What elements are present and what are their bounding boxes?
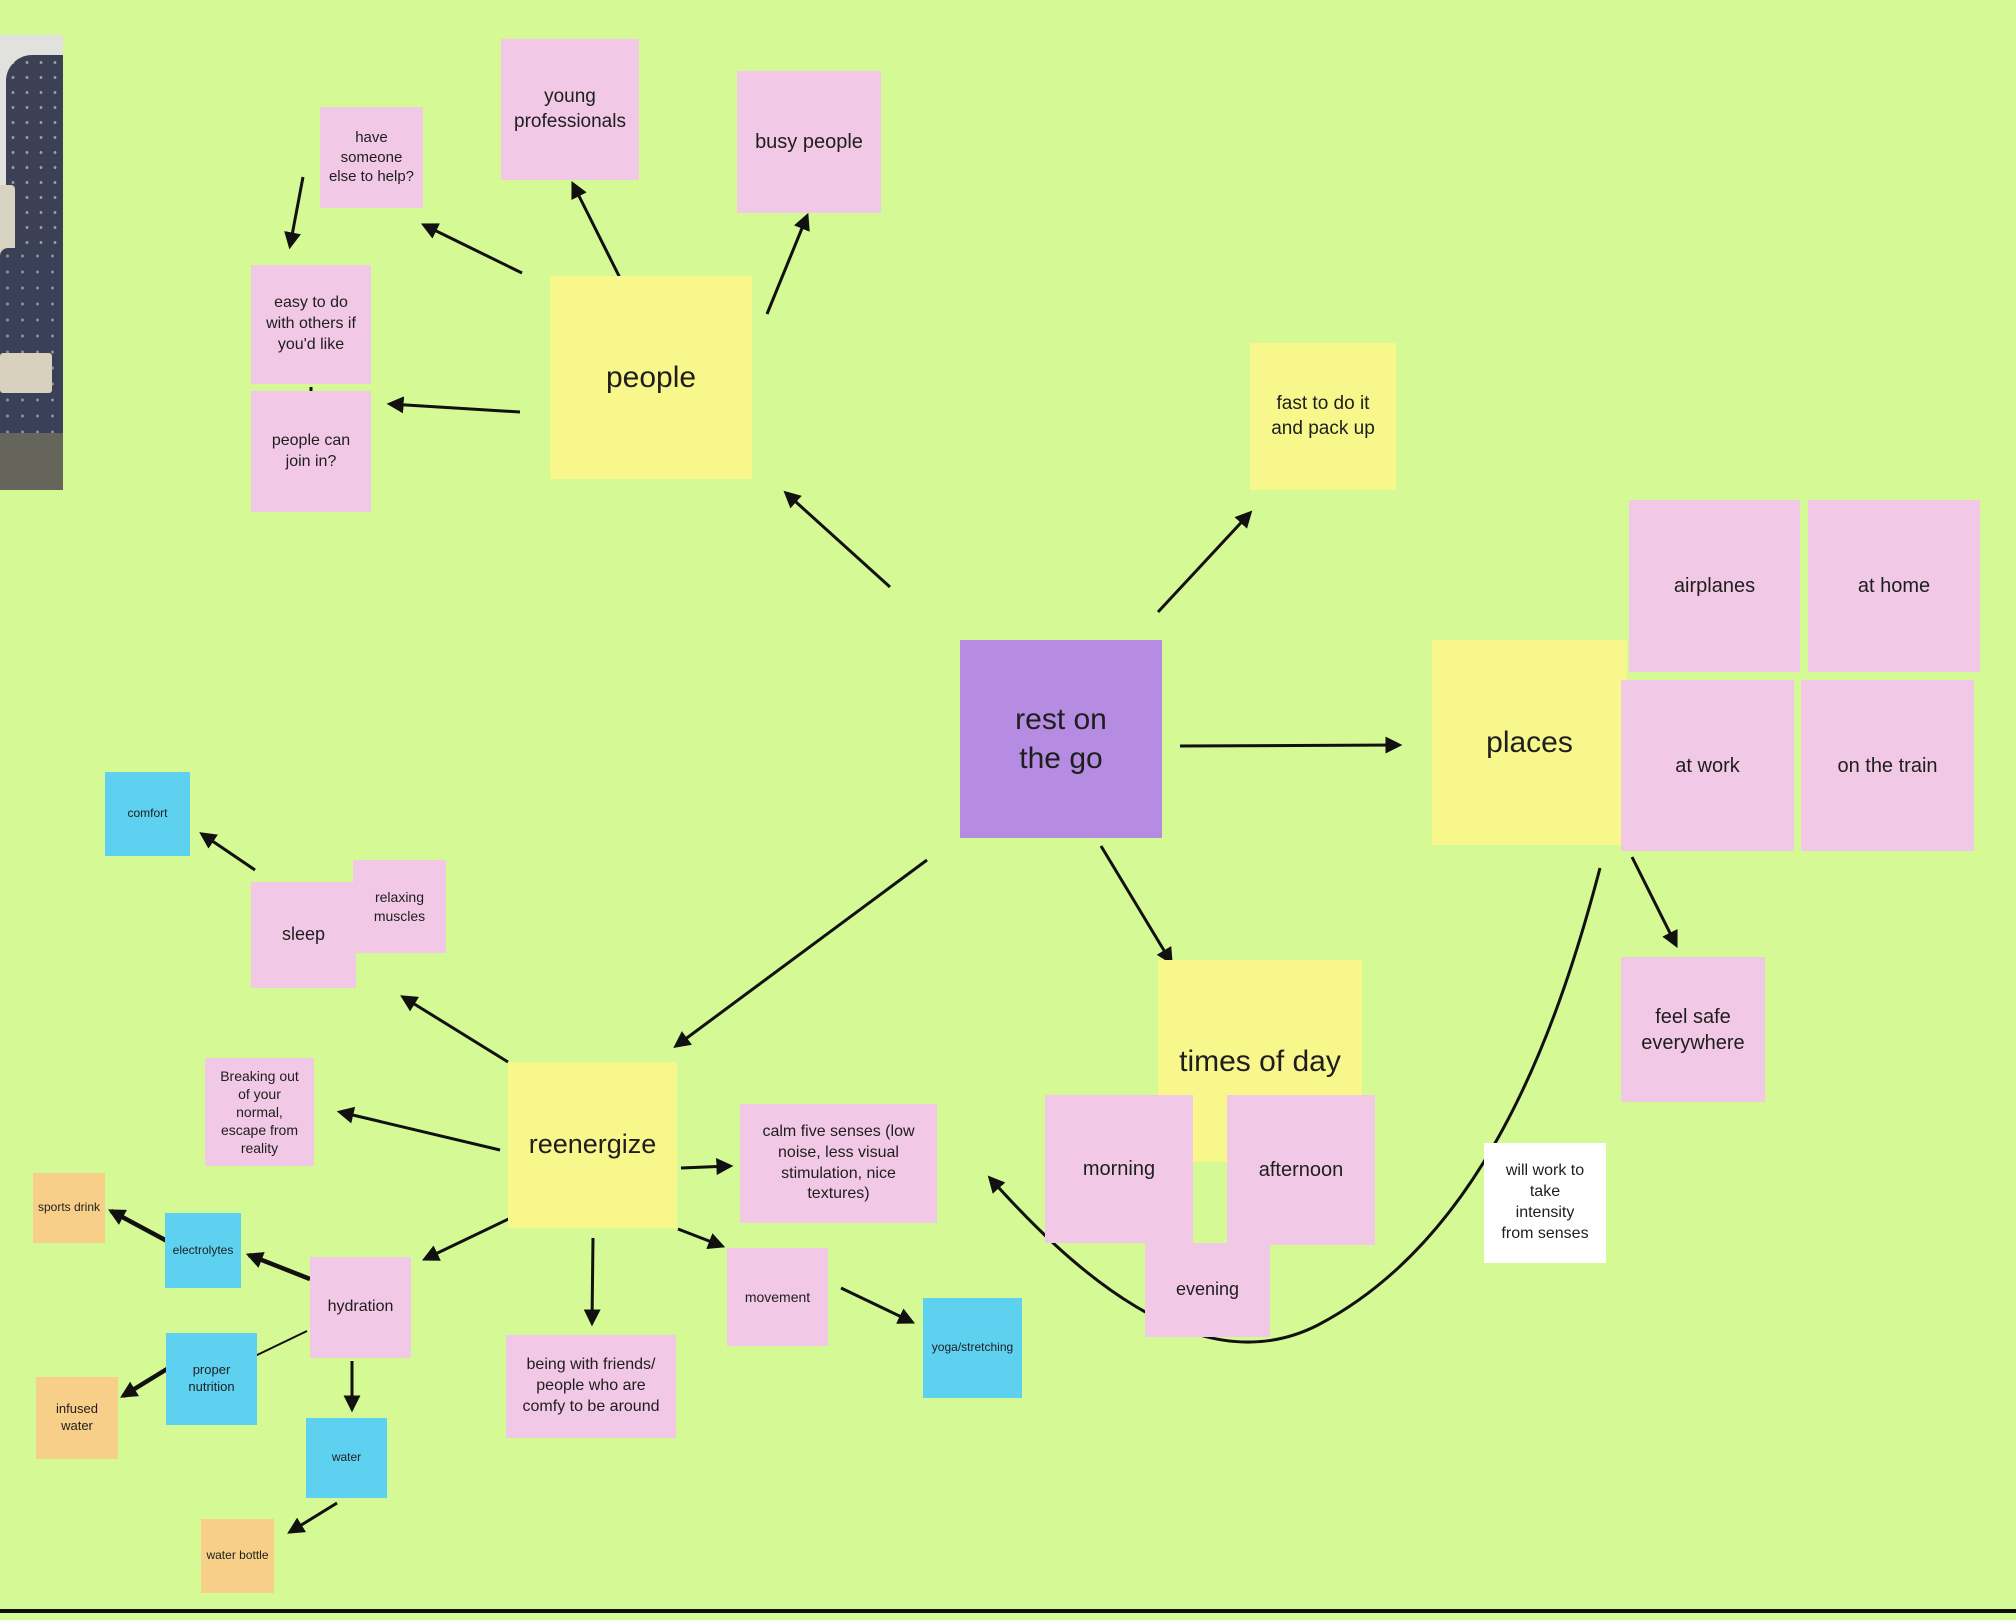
sticky-note-easy-to-do[interactable]: easy to do with others if you'd like (251, 265, 371, 384)
sticky-note-text: calm five senses (low noise, less visual… (762, 1122, 915, 1203)
connector-places-to-calm-five-senses-curve[interactable] (987, 867, 1602, 1344)
sticky-note-text: young professionals (514, 85, 626, 132)
sticky-note-yoga-stretching[interactable]: yoga/stretching (923, 1298, 1022, 1398)
connector-people-to-people-can-join[interactable] (386, 396, 521, 414)
connector-reenergize-to-hydration[interactable] (421, 1211, 522, 1261)
sticky-note-text: airplanes (1673, 575, 1756, 597)
seat-base-shape (0, 433, 63, 490)
connector-people-to-young-professionals[interactable] (571, 180, 622, 279)
sticky-note-text: morning (1082, 1158, 1156, 1180)
sticky-note-text: comfort (127, 806, 168, 821)
sticky-note-text: rest on the go (1015, 703, 1107, 775)
sticky-note-text: relaxing muscles (373, 889, 426, 924)
sticky-note-rest-on-the-go[interactable]: rest on the go (960, 640, 1162, 838)
connector-proper-nutrition-to-infused-water[interactable] (120, 1367, 169, 1398)
sticky-note-sleep[interactable]: sleep (251, 882, 356, 988)
sticky-note-text: proper nutrition (188, 1362, 235, 1394)
sticky-note-text: hydration (327, 1298, 394, 1316)
sticky-note-text: people can join in? (271, 431, 351, 470)
sticky-note-on-the-train[interactable]: on the train (1801, 680, 1974, 851)
sticky-note-text: times of day (1179, 1044, 1341, 1078)
sticky-note-water-bottle[interactable]: water bottle (201, 1519, 274, 1593)
tray-table-shape (0, 353, 52, 393)
sticky-note-text: yoga/stretching (931, 1340, 1014, 1355)
sticky-note-text: people (605, 361, 697, 394)
sticky-note-text: movement (744, 1288, 811, 1305)
sticky-note-text: water (331, 1450, 362, 1465)
sticky-note-comfort[interactable]: comfort (105, 772, 190, 856)
sticky-note-sports-drink[interactable]: sports drink (33, 1173, 105, 1243)
connector-reenergize-to-breaking-out[interactable] (336, 1106, 501, 1152)
sticky-note-at-home[interactable]: at home (1808, 500, 1980, 672)
connector-hydration-to-electrolytes[interactable] (245, 1252, 311, 1282)
sticky-note-water[interactable]: water (306, 1418, 387, 1498)
sticky-note-afternoon[interactable]: afternoon (1227, 1095, 1375, 1245)
sticky-note-proper-nutrition[interactable]: proper nutrition (166, 1333, 257, 1425)
sticky-note-people-can-join[interactable]: people can join in? (251, 391, 371, 512)
connector-electrolytes-to-sports-drink[interactable] (108, 1209, 169, 1243)
sticky-note-text: sports drink (37, 1200, 101, 1215)
connector-movement-to-yoga[interactable] (840, 1286, 916, 1324)
connector-rest-to-reenergize[interactable] (673, 858, 928, 1049)
sticky-note-text: reenergize (528, 1129, 657, 1160)
sticky-note-airplanes[interactable]: airplanes (1629, 500, 1800, 672)
board-bottom-edge (0, 1609, 2016, 1613)
sticky-note-being-with-friends[interactable]: being with friends/ people who are comfy… (506, 1335, 676, 1438)
sticky-note-will-work[interactable]: will work to take intensity from senses (1484, 1143, 1606, 1263)
sticky-note-breaking-out[interactable]: Breaking out of your normal, escape from… (205, 1058, 314, 1166)
sticky-note-text: at home (1857, 575, 1931, 597)
sticky-note-people[interactable]: people (550, 276, 752, 479)
sticky-note-text: at work (1675, 754, 1740, 777)
connector-reenergize-to-being-with-friends[interactable] (583, 1237, 601, 1327)
sticky-note-electrolytes[interactable]: electrolytes (165, 1213, 241, 1288)
sticky-note-text: Breaking out of your normal, escape from… (220, 1067, 299, 1157)
sticky-note-text: electrolytes (172, 1242, 234, 1257)
sticky-note-text: water bottle (206, 1548, 269, 1563)
connector-reenergize-to-sleep[interactable] (400, 995, 509, 1064)
connector-people-to-have-someone[interactable] (420, 223, 523, 275)
sticky-note-movement[interactable]: movement (727, 1248, 828, 1346)
sticky-note-places[interactable]: places (1432, 640, 1627, 845)
sticky-note-text: evening (1175, 1279, 1240, 1300)
sticky-note-relaxing-muscles[interactable]: relaxing muscles (353, 860, 446, 953)
connector-reenergize-to-calm-five-senses[interactable] (680, 1158, 734, 1176)
connector-water-to-water-bottle[interactable] (287, 1501, 338, 1534)
sticky-note-young-professionals[interactable]: young professionals (501, 39, 639, 180)
sticky-note-calm-five-senses[interactable]: calm five senses (low noise, less visual… (740, 1104, 937, 1223)
connector-rest-to-times-of-day[interactable] (1099, 845, 1173, 965)
connector-people-to-busy-people[interactable] (765, 212, 810, 315)
sticky-note-text: afternoon (1258, 1159, 1344, 1181)
sticky-note-text: have someone else to help? (328, 129, 415, 186)
connector-places-to-feel-safe[interactable] (1630, 856, 1678, 949)
connector-hydration-to-proper-nutrition-line[interactable] (254, 1330, 308, 1357)
connector-reenergize-to-movement[interactable] (677, 1227, 726, 1250)
connector-rest-to-fast-to-do[interactable] (1156, 510, 1253, 614)
sticky-note-text: will work to take intensity from senses (1501, 1162, 1589, 1242)
sticky-note-morning[interactable]: morning (1045, 1095, 1193, 1243)
sticky-note-evening[interactable]: evening (1145, 1243, 1270, 1337)
connector-have-someone-to-easy-to-do[interactable] (284, 176, 305, 250)
sticky-note-text: on the train (1837, 754, 1938, 777)
sticky-note-hydration[interactable]: hydration (310, 1257, 411, 1358)
sticky-note-text: infused water (56, 1401, 98, 1433)
sticky-note-text: feel safe everywhere (1641, 1005, 1745, 1054)
sticky-note-text: places (1486, 726, 1573, 759)
airplane-seat-photo[interactable] (0, 35, 63, 490)
connector-sleep-to-comfort[interactable] (199, 832, 256, 872)
sticky-note-text: easy to do with others if you'd like (266, 294, 356, 353)
sticky-note-text: sleep (281, 924, 326, 945)
sticky-note-feel-safe[interactable]: feel safe everywhere (1621, 957, 1765, 1102)
sticky-note-busy-people[interactable]: busy people (737, 71, 881, 213)
sticky-note-reenergize[interactable]: reenergize (508, 1062, 677, 1228)
sticky-note-fast-to-do[interactable]: fast to do it and pack up (1250, 343, 1396, 490)
sticky-note-have-someone[interactable]: have someone else to help? (320, 107, 423, 208)
sticky-note-infused-water[interactable]: infused water (36, 1377, 118, 1459)
sticky-note-text: busy people (755, 131, 863, 153)
sticky-note-text: fast to do it and pack up (1271, 392, 1375, 439)
connector-rest-to-people[interactable] (783, 490, 892, 589)
connector-rest-to-places[interactable] (1179, 736, 1403, 754)
sticky-note-at-work[interactable]: at work (1621, 680, 1794, 851)
sticky-note-text: being with friends/ people who are comfy… (522, 1356, 660, 1415)
